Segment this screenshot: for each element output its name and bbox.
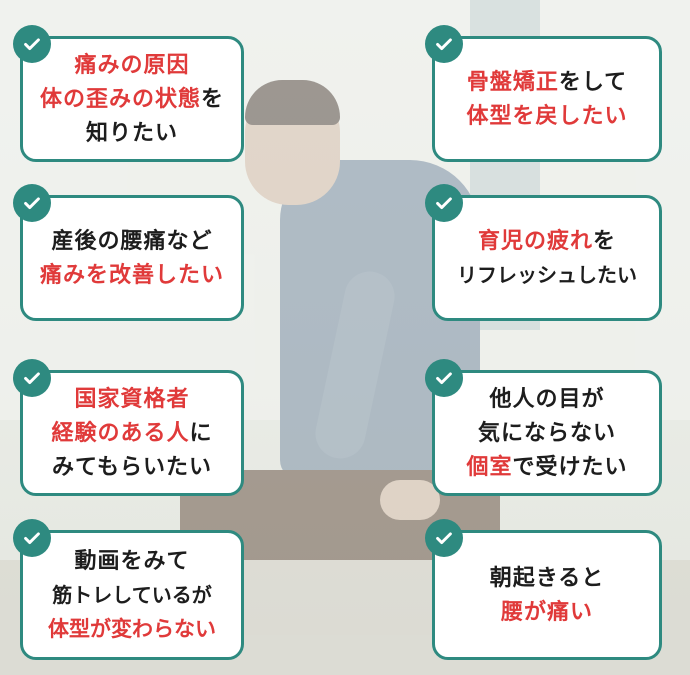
card-line: 痛みを改善したい xyxy=(39,262,224,288)
card-line: リフレッシュしたい xyxy=(457,263,637,287)
card-line: 他人の目が xyxy=(489,386,605,412)
check-icon xyxy=(13,25,51,63)
check-icon xyxy=(425,519,463,557)
card-line: 気にならない xyxy=(477,420,616,446)
card-line: 産後の腰痛など xyxy=(51,228,213,254)
card-line: 体型を戻したい xyxy=(466,103,628,129)
card-line: 筋トレしているが xyxy=(52,583,212,607)
concern-card-5: 国家資格者 経験のある人に みてもらいたい xyxy=(13,359,244,496)
card-line: 知りたい xyxy=(85,120,178,146)
concern-card-3: 産後の腰痛など 痛みを改善したい xyxy=(13,184,244,321)
concern-card-8: 朝起きると 腰が痛い xyxy=(425,519,662,660)
card-line: 腰が痛い xyxy=(500,599,593,625)
check-icon xyxy=(425,25,463,63)
card-line: 体型が変わらない xyxy=(48,616,216,641)
card-line: 動画をみて xyxy=(74,548,190,574)
check-icon xyxy=(425,184,463,222)
card-line: 痛みの原因 xyxy=(74,52,190,78)
check-icon xyxy=(13,184,51,222)
concern-card-4: 育児の疲れを リフレッシュしたい xyxy=(425,184,662,321)
card-line: みてもらいたい xyxy=(52,454,212,480)
card-line: 育児の疲れを xyxy=(477,228,617,254)
check-icon xyxy=(13,359,51,397)
card-line: 国家資格者 xyxy=(74,386,190,412)
card-line: 骨盤矯正をして xyxy=(466,69,628,95)
card-line: 経験のある人に xyxy=(51,420,213,446)
concern-card-7: 動画をみて 筋トレしているが 体型が変わらない xyxy=(13,519,244,660)
concern-card-1: 痛みの原因 体の歪みの状態を 知りたい xyxy=(13,25,244,162)
check-icon xyxy=(425,359,463,397)
card-line: 体の歪みの状態を xyxy=(39,86,225,112)
concern-card-2: 骨盤矯正をして 体型を戻したい xyxy=(425,25,662,162)
card-line: 個室で受けたい xyxy=(466,454,628,480)
concern-card-6: 他人の目が 気にならない 個室で受けたい xyxy=(425,359,662,496)
card-line: 朝起きると xyxy=(489,565,605,591)
check-icon xyxy=(13,519,51,557)
